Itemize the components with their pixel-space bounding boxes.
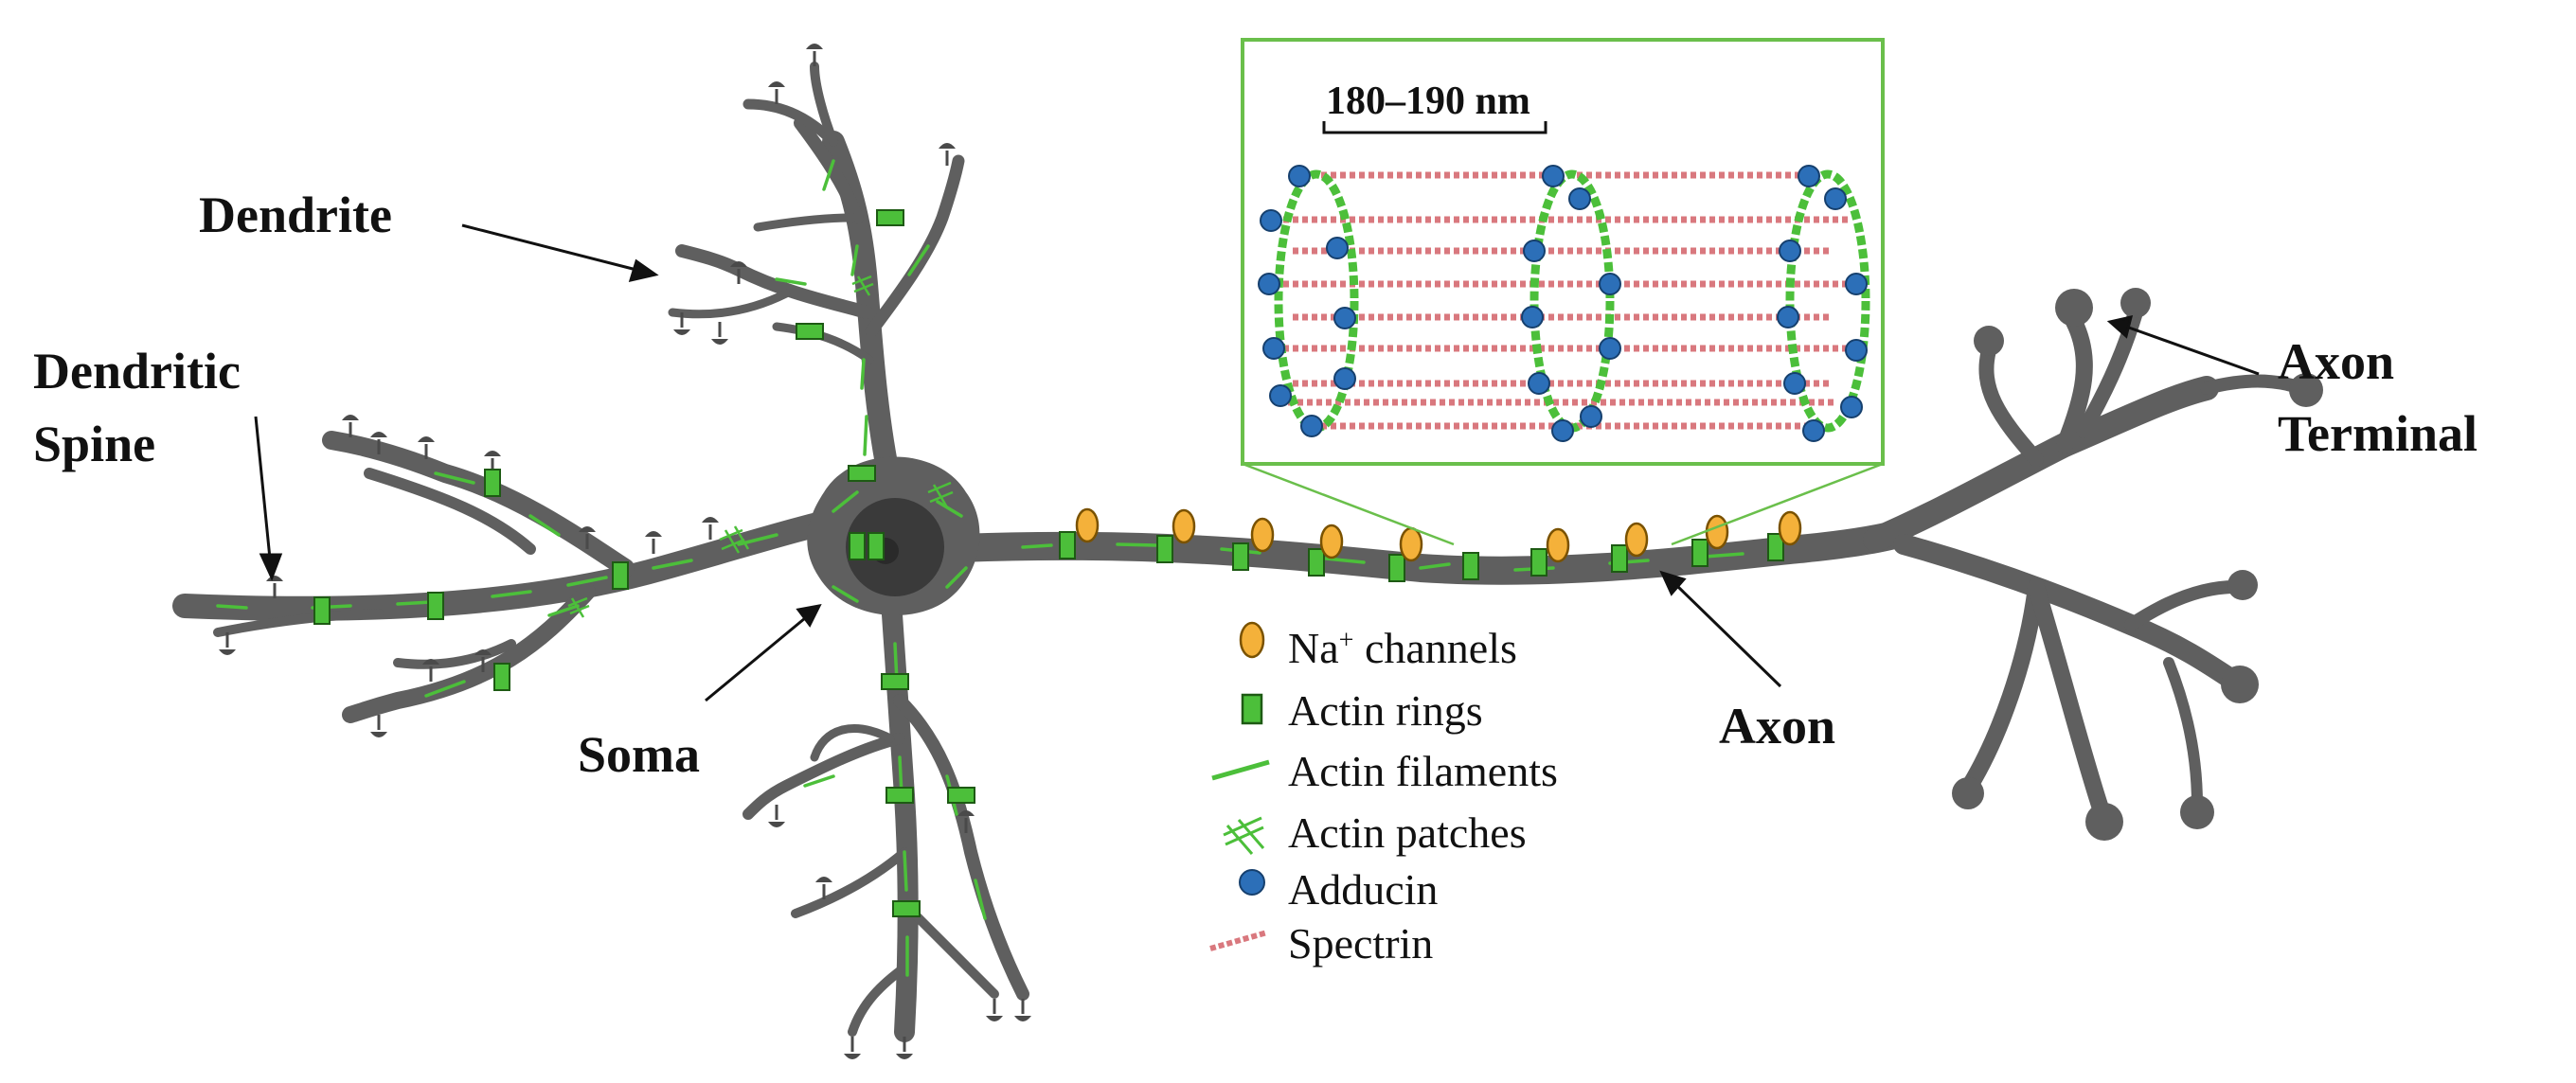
label-dendritic-spine-2: Spine	[33, 416, 155, 472]
label-axon-terminal-1: Axon	[2278, 333, 2394, 390]
legend-spectrin: Spectrin	[1209, 919, 1433, 968]
inset-periodic-skeleton: 180–190 nm	[1241, 38, 1885, 546]
legend-na-prefix: Na	[1288, 624, 1339, 672]
legend-na-channels: Na+ channels	[1239, 621, 1517, 672]
svg-text:Spectrin: Spectrin	[1288, 919, 1433, 968]
scale-label: 180–190 nm	[1326, 80, 1530, 123]
legend-actin-patches: Actin patches	[1223, 808, 1527, 857]
label-axon: Axon	[1719, 698, 1835, 755]
legend: Na+ channels Actin rings Actin filaments…	[1209, 621, 1558, 968]
svg-text:Actin rings: Actin rings	[1288, 686, 1483, 735]
label-arrows	[254, 223, 2260, 702]
spectrin-strands	[1274, 171, 1852, 430]
neuron-shape	[172, 62, 2308, 1042]
axon-terminal-bulbs	[1952, 288, 2323, 841]
legend-actin-rings: Actin rings	[1241, 686, 1483, 735]
adducin-dots	[1258, 165, 1868, 442]
svg-text:Adducin: Adducin	[1288, 865, 1438, 914]
left-dendrite	[172, 504, 869, 621]
legend-adducin: Adducin	[1239, 865, 1438, 914]
svg-text:Actin filaments: Actin filaments	[1288, 747, 1558, 795]
label-soma: Soma	[578, 726, 700, 783]
label-dendrite: Dendrite	[199, 186, 392, 243]
actin-patches	[567, 275, 954, 618]
svg-text:Actin patches: Actin patches	[1288, 808, 1527, 857]
legend-na-suffix: channels	[1353, 624, 1516, 672]
legend-actin-filaments: Actin filaments	[1211, 747, 1558, 795]
svg-text:Na+ channels: Na+ channels	[1288, 624, 1517, 672]
legend-na-sup: +	[1339, 626, 1354, 655]
label-dendritic-spine-1: Dendritic	[33, 343, 241, 399]
scale-bar	[1322, 121, 1547, 134]
axon-shaft	[923, 521, 1908, 585]
label-axon-terminal-2: Terminal	[2278, 405, 2478, 462]
